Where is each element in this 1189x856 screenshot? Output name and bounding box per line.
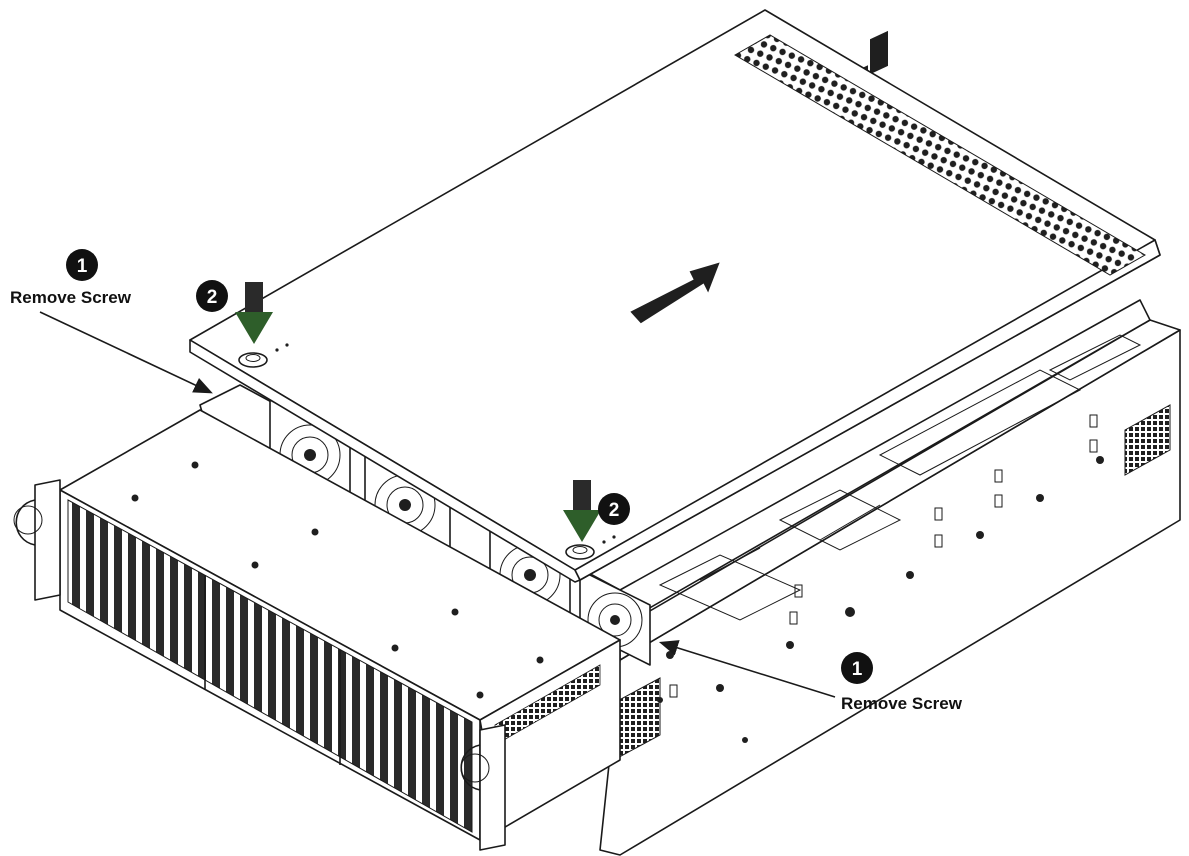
remove-screw-label: Remove Screw — [841, 694, 963, 713]
step-number: 1 — [77, 256, 88, 277]
remove-screw-label: Remove Screw — [10, 288, 132, 307]
press-down-arrow — [235, 282, 273, 344]
cover-vent-grid — [734, 34, 1146, 276]
callout-press-left: 2 — [196, 280, 228, 312]
release-button-right — [565, 535, 616, 560]
chassis-right-wall — [524, 319, 1181, 856]
rack-ear-right — [460, 724, 506, 851]
chassis-front-section — [13, 409, 621, 851]
step-number: 2 — [207, 287, 218, 308]
callout-remove-screw-right: 1 Remove Screw — [841, 652, 963, 713]
leader-arrow — [658, 640, 836, 698]
press-down-arrow — [563, 480, 601, 542]
step-number: 1 — [852, 659, 863, 680]
top-cover — [189, 9, 1161, 583]
callout-remove-screw-left: 1 Remove Screw — [10, 249, 132, 307]
leader-arrow — [39, 311, 213, 394]
step-number: 2 — [609, 500, 620, 521]
callout-press-right: 2 — [598, 493, 630, 525]
rack-ear-left — [13, 479, 61, 601]
slide-direction-arrow — [630, 262, 720, 324]
release-button-left — [238, 343, 289, 368]
